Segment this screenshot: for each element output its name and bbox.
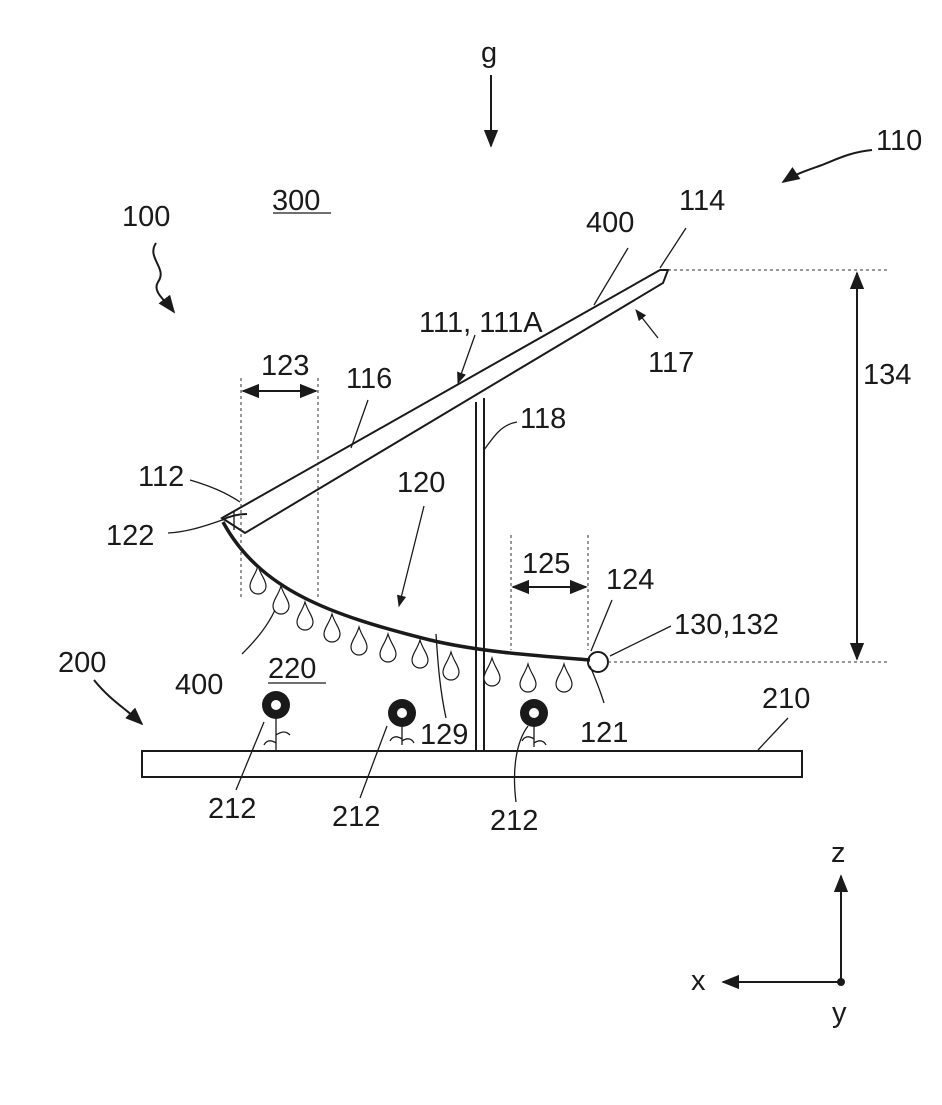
label-123: 123 bbox=[261, 350, 309, 382]
droplet bbox=[351, 627, 367, 655]
label-110: 110 bbox=[876, 125, 922, 157]
leader-400-top bbox=[594, 248, 628, 305]
droplet bbox=[412, 640, 428, 668]
leader-118 bbox=[484, 422, 517, 450]
leader-110 bbox=[783, 150, 872, 182]
label-400-top: 400 bbox=[586, 207, 634, 239]
leader-400-bottom bbox=[242, 610, 275, 654]
label-200: 200 bbox=[58, 647, 106, 679]
label-129: 129 bbox=[420, 719, 468, 751]
label-118: 118 bbox=[520, 403, 566, 435]
plant-212-b bbox=[388, 699, 416, 745]
label-134: 134 bbox=[863, 359, 911, 391]
plant-212-a bbox=[262, 691, 290, 751]
label-122: 122 bbox=[106, 520, 154, 552]
label-212-c: 212 bbox=[490, 805, 538, 837]
label-axis-x: x bbox=[691, 965, 706, 997]
droplet bbox=[273, 586, 289, 614]
label-116: 116 bbox=[346, 363, 392, 395]
label-g: g bbox=[481, 37, 497, 69]
droplet bbox=[324, 614, 340, 642]
label-117: 117 bbox=[648, 347, 694, 379]
leader-200 bbox=[94, 680, 142, 724]
label-100: 100 bbox=[122, 201, 170, 233]
droplet bbox=[556, 664, 572, 692]
ground-plate-210 bbox=[142, 751, 802, 777]
leader-212-b bbox=[360, 726, 387, 798]
label-121: 121 bbox=[580, 717, 628, 749]
label-111: 111, 111A bbox=[419, 307, 543, 339]
label-212-b: 212 bbox=[332, 801, 380, 833]
droplet bbox=[297, 602, 313, 630]
leader-212-a bbox=[236, 722, 264, 790]
plant-212-c bbox=[520, 699, 548, 747]
label-220: 220 bbox=[268, 653, 316, 685]
label-130-132: 130,132 bbox=[674, 609, 779, 641]
label-axis-y: y bbox=[832, 997, 847, 1029]
leader-112 bbox=[190, 480, 240, 502]
collector-120 bbox=[223, 522, 590, 660]
droplet bbox=[484, 658, 500, 686]
droplet bbox=[443, 652, 459, 680]
leader-117 bbox=[636, 310, 658, 338]
leader-210 bbox=[758, 718, 788, 750]
leader-114 bbox=[660, 228, 686, 268]
axis-y-origin bbox=[837, 978, 845, 986]
label-400-bottom: 400 bbox=[175, 669, 223, 701]
droplet bbox=[520, 664, 536, 692]
label-210: 210 bbox=[762, 683, 810, 715]
label-212-a: 212 bbox=[208, 793, 256, 825]
leader-100 bbox=[153, 243, 174, 312]
leader-130 bbox=[610, 626, 671, 656]
leader-122 bbox=[168, 519, 225, 533]
droplet bbox=[380, 634, 396, 662]
label-124: 124 bbox=[606, 564, 654, 596]
leader-124 bbox=[591, 600, 612, 651]
label-300: 300 bbox=[272, 185, 320, 217]
label-120: 120 bbox=[397, 467, 445, 499]
label-112: 112 bbox=[138, 461, 184, 493]
label-axis-z: z bbox=[831, 837, 846, 869]
label-125: 125 bbox=[522, 548, 570, 580]
label-114: 114 bbox=[679, 185, 725, 217]
leader-120 bbox=[399, 506, 424, 606]
